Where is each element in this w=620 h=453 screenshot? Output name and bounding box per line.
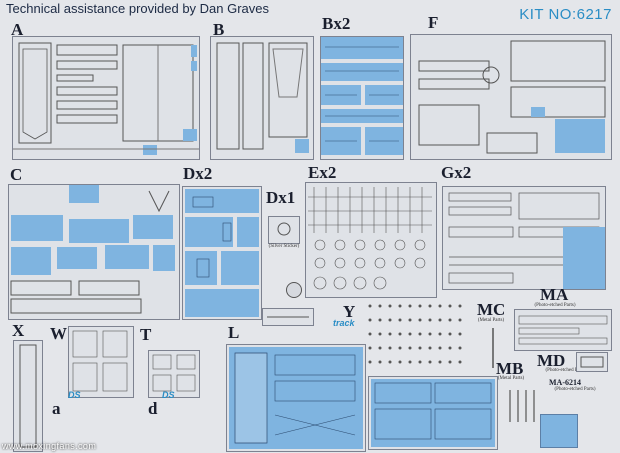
sprue-bx2-parts [321, 37, 403, 155]
sprue-c-parts [10, 185, 175, 314]
label-gx2: Gx2 [441, 163, 472, 182]
header-assistance: Technical assistance provided by Dan Gra… [6, 1, 270, 16]
ma6214-note: (Photo-etched Parts) [554, 387, 596, 392]
sprue-ma6214-parts [371, 379, 495, 447]
label-md: MD [537, 351, 566, 370]
part-md-shape [580, 356, 604, 368]
metal-part-round [286, 282, 302, 298]
label-b: B [213, 20, 225, 39]
mc-note: (Metal Parts) [477, 318, 505, 323]
sprue-b [210, 36, 314, 160]
sprue-a-parts [13, 42, 199, 155]
sprue-b-parts [216, 42, 309, 153]
sprue-l-parts [229, 347, 363, 449]
sprue-f-parts [418, 40, 606, 154]
sprue-ma6214 [368, 376, 498, 450]
label-w: W [50, 324, 67, 343]
part-mc-shape [492, 328, 494, 368]
sprue-w [68, 326, 134, 398]
label-d-lower: d [148, 399, 158, 418]
track-links-grid [368, 304, 462, 364]
label-ex2: Ex2 [308, 163, 337, 182]
ds-logo-d: DS [162, 390, 175, 400]
label-mc: MC [477, 300, 506, 319]
sticker-dx1 [268, 216, 300, 244]
label-ma6214: MA-6214 [549, 378, 581, 387]
label-mb: MB [496, 359, 524, 378]
label-dx1: Dx1 [266, 188, 296, 207]
label-bx2: Bx2 [322, 14, 351, 33]
sprue-gx2 [442, 186, 606, 290]
label-l: L [228, 323, 240, 342]
sprue-w-parts [72, 330, 128, 392]
label-y: Y [343, 302, 356, 321]
sprue-ex2-parts [308, 187, 432, 290]
track-links [366, 300, 470, 372]
metal-pins-shape [509, 390, 535, 422]
part-x [13, 340, 43, 452]
watermark: www.moxingfans.com [2, 441, 97, 451]
sprue-bx2 [320, 36, 404, 160]
sprue-t [148, 350, 200, 398]
mb-note: (Metal Parts) [497, 376, 525, 381]
sprue-l [226, 344, 366, 452]
kit-number: KIT NO:6217 [519, 6, 612, 23]
sprue-t-parts [152, 354, 196, 392]
part-md [576, 352, 608, 372]
sprue-ex2 [305, 182, 437, 298]
sprue-dx2-parts [185, 189, 259, 317]
sprue-dx2 [182, 186, 262, 320]
part-y-strip [262, 308, 314, 326]
ds-logo-a: DS [68, 390, 81, 400]
label-x: X [12, 321, 25, 340]
label-c: C [10, 165, 23, 184]
color-swatch [540, 414, 578, 448]
sticker-parts [277, 222, 291, 236]
md-note: (Photo-etched Parts) [545, 368, 587, 373]
label-a: A [11, 20, 24, 39]
ez-track-logo: track [333, 318, 355, 328]
part-x-shape [19, 344, 37, 448]
label-dx2: Dx2 [183, 164, 213, 183]
sprue-f [410, 34, 612, 160]
part-mc [488, 326, 498, 370]
sprue-a [12, 36, 200, 160]
part-y-strip-shape [267, 316, 309, 318]
sprue-ma-parts [518, 315, 608, 345]
silver-sticker-note: (Silver Sticker) [268, 244, 300, 249]
label-ma: MA [540, 285, 569, 304]
metal-pins [506, 386, 540, 426]
sprue-c [8, 184, 180, 320]
sprue-ma [514, 309, 612, 351]
ma-note: (Photo-etched Parts) [534, 303, 576, 308]
label-t: T [140, 325, 152, 344]
label-f: F [428, 13, 439, 32]
sprue-gx2-parts [448, 192, 605, 289]
legend-text [578, 404, 618, 444]
label-a-lower: a [52, 399, 61, 418]
